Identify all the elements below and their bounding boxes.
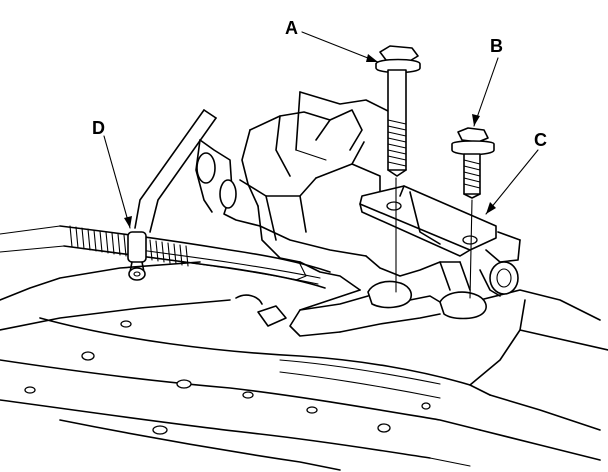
- alignment-lines: [395, 177, 473, 299]
- arrowhead-d: [124, 216, 132, 228]
- support-arm: [134, 109, 217, 233]
- mounting-bracket: [359, 185, 497, 257]
- flange-bolt-short: [451, 127, 495, 199]
- callout-label-d: D: [92, 118, 105, 138]
- corrugated-tube: [69, 225, 189, 267]
- callout-label-b: B: [490, 36, 503, 56]
- callout-a: A: [285, 18, 379, 63]
- frame-holes: [24, 320, 431, 435]
- arrowhead-b: [472, 114, 480, 126]
- mount-bolt-long: [375, 45, 421, 177]
- cable-clamp: [127, 231, 147, 281]
- arrowhead-c: [486, 202, 496, 214]
- callout-b: B: [472, 36, 503, 127]
- engine-mount: [235, 231, 521, 337]
- transmission-housing: [195, 91, 391, 291]
- callout-c: C: [485, 130, 547, 215]
- arrowhead-a: [366, 54, 378, 62]
- callout-d: D: [92, 118, 132, 229]
- callout-label-c: C: [534, 130, 547, 150]
- callout-label-a: A: [285, 18, 298, 38]
- frame-crossmember: [0, 261, 608, 471]
